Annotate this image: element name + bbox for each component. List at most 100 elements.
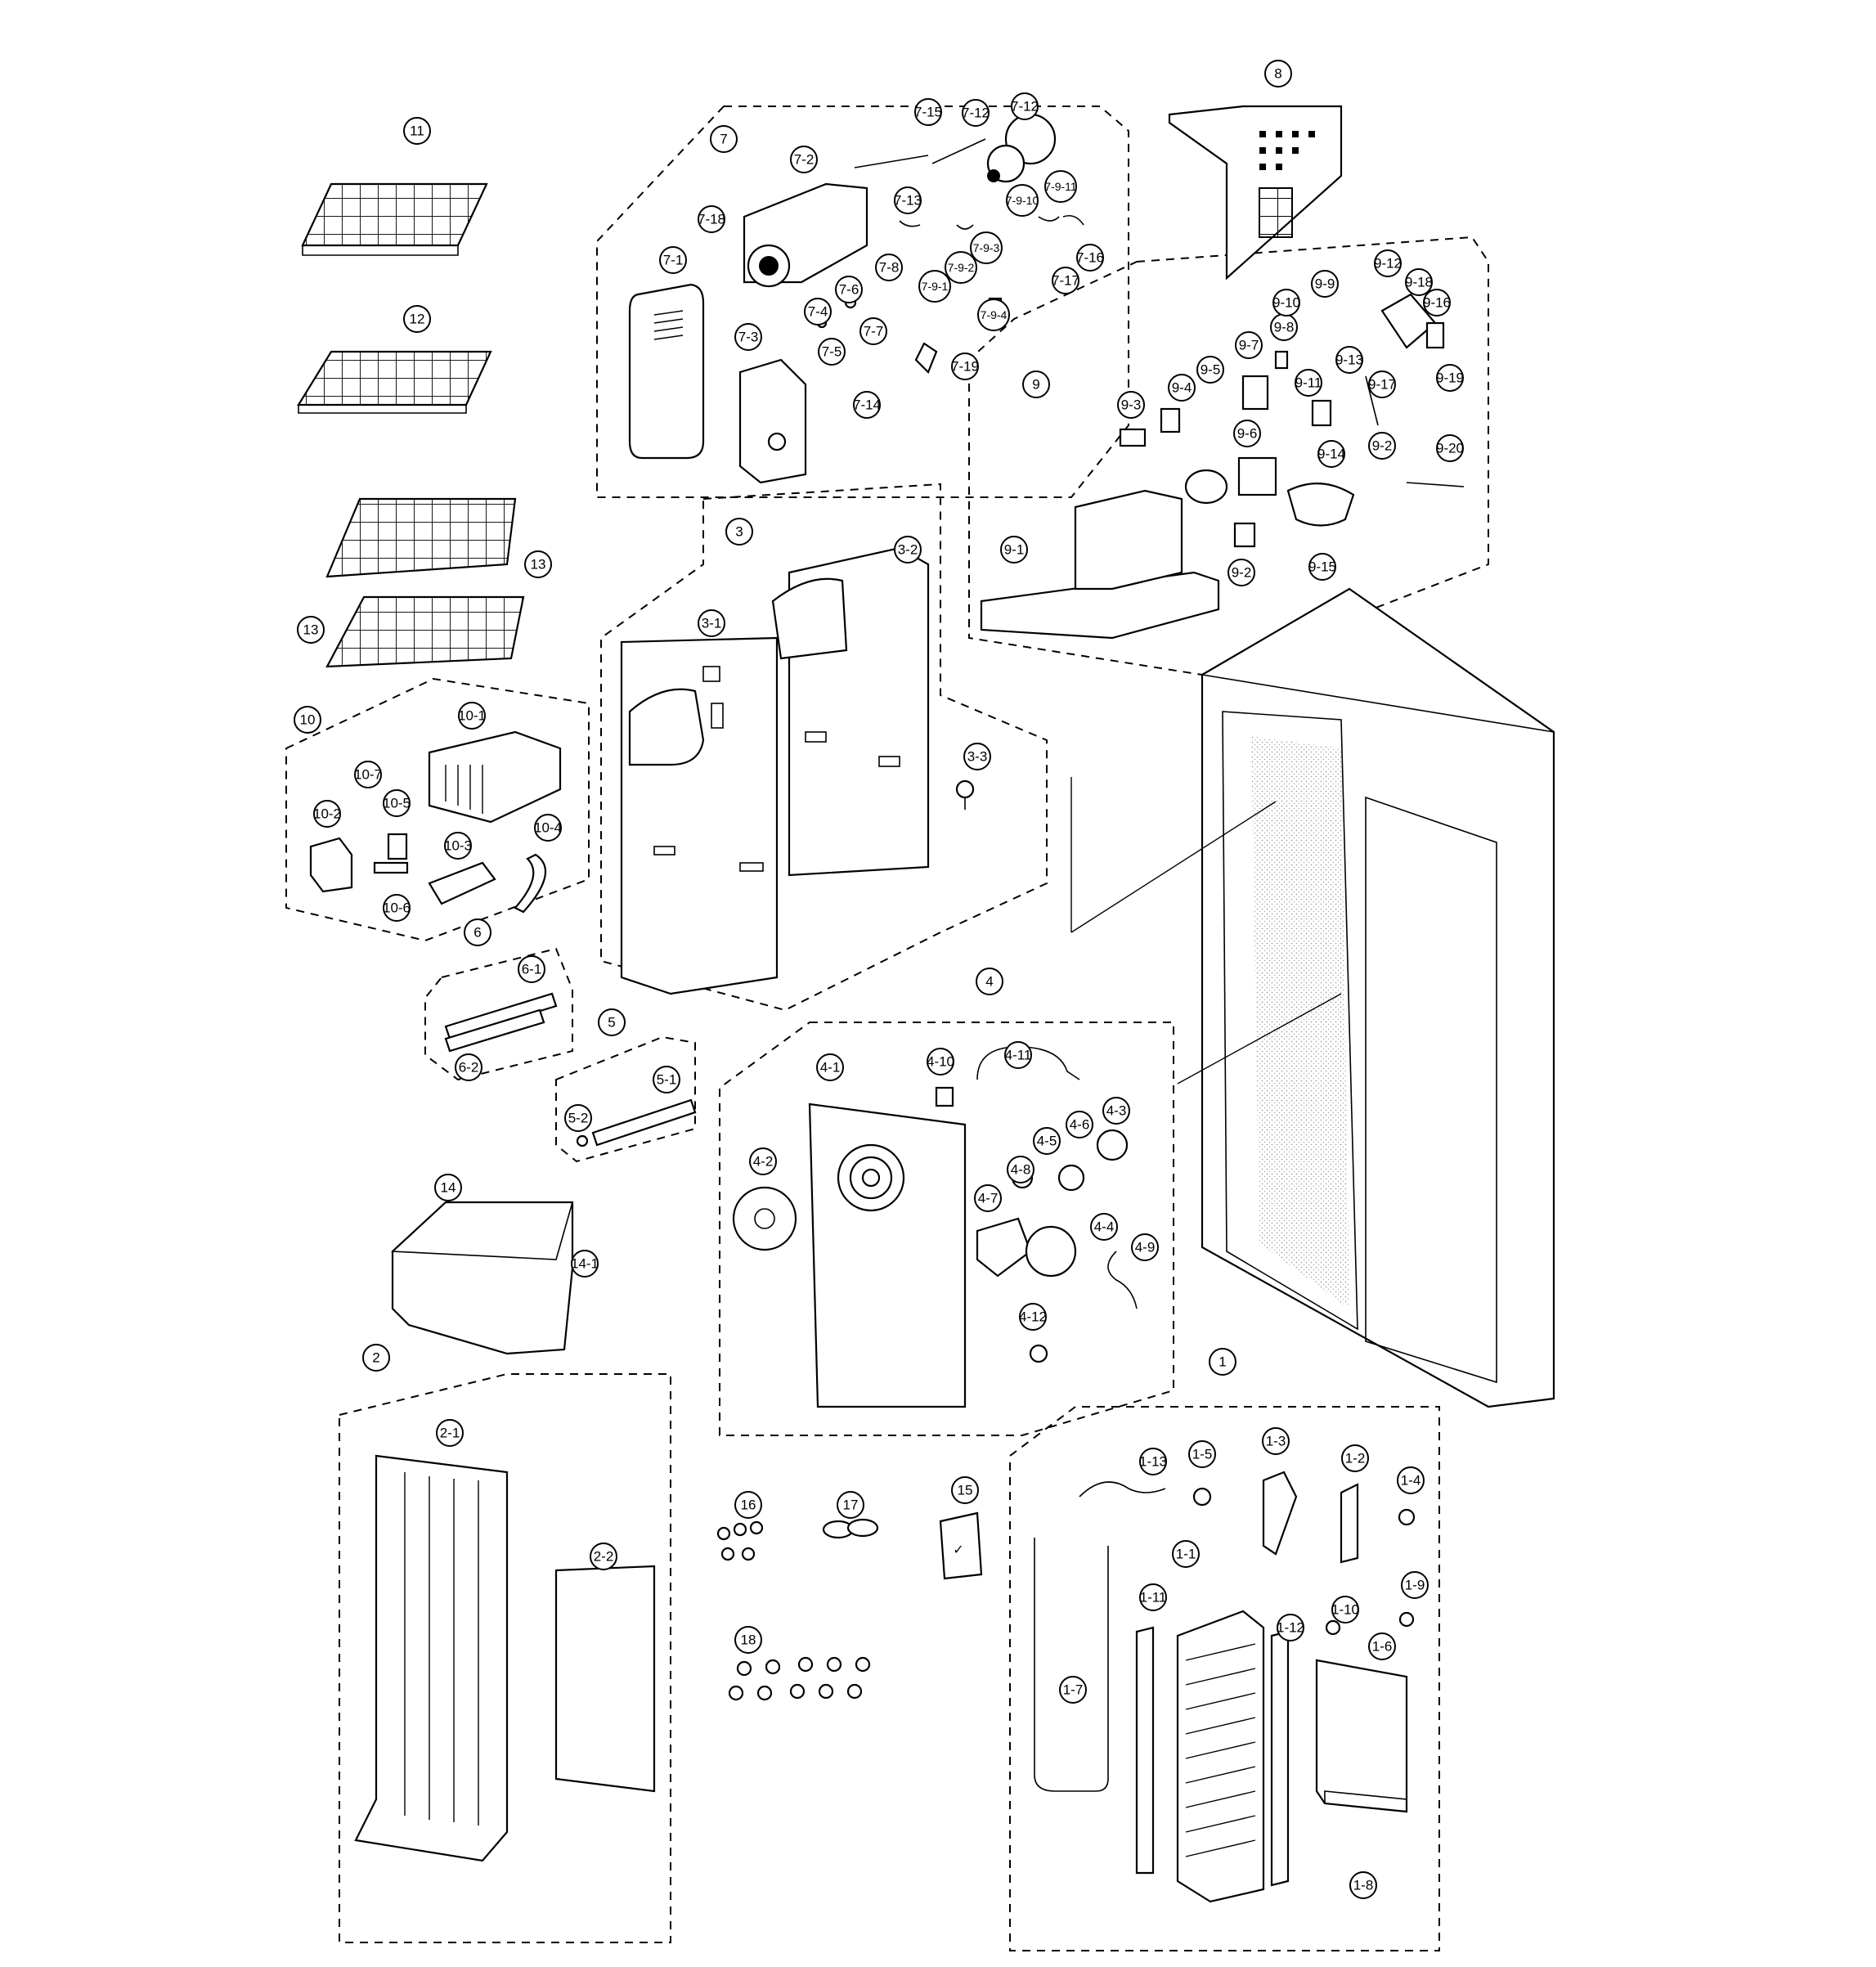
svg-text:✓: ✓ [953,1543,963,1557]
callout-label: 16 [741,1498,756,1513]
callout-label: 10 [300,712,316,728]
callout-2-2: 2-2 [590,1543,617,1570]
callout-circle [436,1419,464,1447]
callout-9-10: 9-10 [1272,289,1300,317]
callout-circle [1044,170,1077,203]
callout-circle [1368,370,1396,398]
callout-2: 2 [362,1344,390,1372]
callout-label: 17 [843,1498,859,1513]
callout-label: 9-13 [1335,353,1363,368]
callout-label: 9-20 [1436,441,1464,456]
callout-label: 7-7 [864,324,884,339]
liner-2-1 [354,1454,509,1862]
callout-circle [1131,1233,1159,1261]
callout-label: 7-12 [1011,99,1039,115]
callout-circle [918,270,951,303]
callout-circle [1308,553,1336,581]
callout-label: 9-1 [1004,542,1025,558]
callout-18: 18 [734,1626,762,1654]
callout-4-1: 4-1 [816,1053,844,1081]
callout-circle [1188,1440,1216,1468]
callout-circle [749,1147,777,1175]
callout-circle [945,251,977,284]
callout-label: 9-4 [1172,380,1192,396]
callout-label: 9-2 [1372,438,1393,454]
callout-9-13: 9-13 [1335,346,1363,374]
callout-circle [837,1491,864,1519]
callout-5-1: 5-1 [653,1066,680,1094]
callout-1-6: 1-6 [1368,1632,1396,1660]
callout-4-3: 4-3 [1102,1097,1130,1125]
callout-label: 11 [410,123,424,139]
callout-circle [1139,1583,1167,1611]
callout-circle [1272,289,1300,317]
callout-7-19: 7-19 [951,353,979,380]
callout-7-6: 7-6 [835,276,863,303]
screws-16 [716,1520,764,1561]
callout-circle [1436,364,1464,392]
callout-label: 4-10 [927,1054,954,1070]
callout-label: 4-8 [1011,1162,1031,1178]
callout-label: 7 [720,132,727,147]
parts-10 [309,833,547,914]
callout-label: 6 [473,925,481,941]
callout-circle [875,254,903,281]
callout-label: 4-3 [1106,1103,1127,1119]
callout-label: 9-16 [1423,295,1451,311]
callout-label: 10-4 [534,820,562,836]
callout-label: 7-9-4 [981,308,1008,321]
callout-circle [1401,1571,1429,1599]
callout-label: 4-11 [1005,1048,1032,1063]
callout-1-11: 1-11 [1139,1583,1167,1611]
callout-circle [734,323,762,351]
fan-blade-4-2 [732,1186,797,1251]
callout-label: 12 [410,312,425,327]
callout-4-11: 4-11 [1004,1041,1032,1069]
callout-7-16: 7-16 [1076,244,1104,272]
callout-7: 7 [710,125,738,153]
drawer-14 [391,1201,574,1355]
callout-9-4: 9-4 [1168,374,1196,402]
callout-circle [1436,434,1464,462]
callout-9: 9 [1022,370,1050,398]
screws-18 [728,1656,871,1701]
shelf-11 [301,182,488,256]
callout-label: 9-19 [1436,370,1464,386]
callout-circle [734,1626,762,1654]
callout-circle [894,186,922,214]
parts-1 [1079,1471,1416,1636]
callout-circle [1368,432,1396,460]
callout-label: 1-2 [1345,1451,1366,1466]
callout-circle [1317,440,1345,468]
callout-label: 9-8 [1274,320,1295,335]
callout-label: 5-1 [657,1072,677,1088]
callout-9-1: 9-1 [1000,536,1028,564]
callout-label: 1-1 [1176,1547,1196,1562]
callout-label: 1-10 [1331,1602,1359,1618]
evap-cover-1-6 [1315,1659,1408,1813]
callout-label: 1-11 [1140,1590,1167,1605]
callout-1-12: 1-12 [1277,1614,1304,1641]
callout-9-20: 9-20 [1436,434,1464,462]
callout-label: 4-6 [1070,1117,1090,1133]
callout-label: 4-7 [978,1191,999,1206]
callout-7-15: 7-15 [914,98,942,126]
callout-label: 7-9-3 [973,241,1000,254]
callout-9-11: 9-11 [1295,369,1322,397]
callout-circle [1311,270,1339,298]
callout-1-10: 1-10 [1331,1596,1359,1623]
callout-circle [1076,244,1104,272]
callout-label: 5 [608,1015,615,1031]
callout-10: 10 [294,706,321,734]
ice-maker-tray-7-2 [743,182,868,288]
callout-4-8: 4-8 [1007,1156,1034,1183]
callout-8: 8 [1264,60,1292,88]
callout-label: 2-1 [440,1426,460,1441]
callout-9-9: 9-9 [1311,270,1339,298]
callout-7-9-3: 7-9-3 [970,231,1003,264]
callout-label: 1-5 [1192,1447,1213,1462]
callout-label: 10-3 [444,838,472,854]
group-5-outline [555,1035,696,1163]
callout-circle [1066,1111,1093,1138]
callout-label: 7-16 [1076,250,1104,266]
